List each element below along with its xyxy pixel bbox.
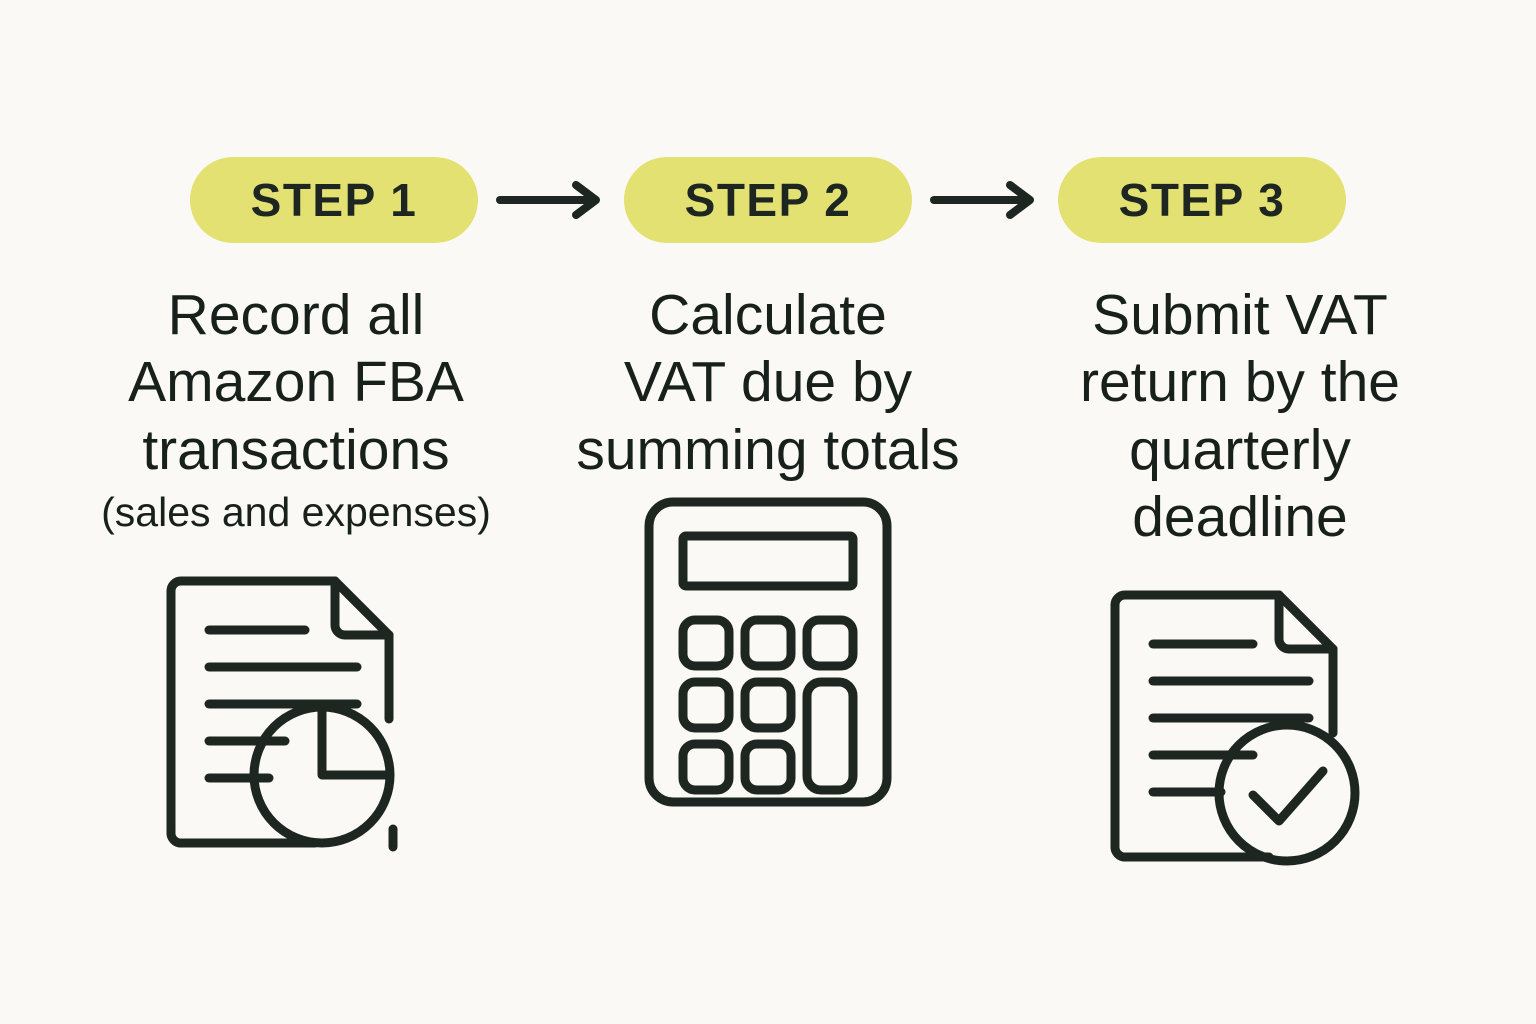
step-badge-3-label: STEP 3 bbox=[1118, 174, 1286, 226]
step-badge-1-label: STEP 1 bbox=[250, 174, 418, 226]
step-column-2: Calculate VAT due by summing totals bbox=[548, 282, 988, 808]
step-3-icon-wrap bbox=[1101, 581, 1379, 871]
connector-arrow-2 bbox=[930, 177, 1040, 223]
step-2-icon-wrap bbox=[643, 496, 893, 808]
step-1-headline-line-2: Amazon FBA bbox=[128, 350, 464, 415]
step-2-headline-line-3: summing totals bbox=[576, 417, 960, 482]
step-3-headline-line-4: deadline bbox=[1132, 484, 1348, 549]
step-3-text-block: Submit VAT return by the quarterly deadl… bbox=[1080, 282, 1400, 551]
step-column-3: Submit VAT return by the quarterly deadl… bbox=[1020, 282, 1460, 871]
step-badge-3: STEP 3 bbox=[1058, 157, 1346, 243]
step-columns: Record all Amazon FBA transactions (sale… bbox=[0, 282, 1536, 922]
step-2-headline-line-2: VAT due by bbox=[623, 350, 913, 415]
step-badge-1: STEP 1 bbox=[190, 157, 478, 243]
step-1-headline-line-1: Record all bbox=[167, 283, 425, 347]
step-badge-row: STEP 1 STEP 2 STEP 3 bbox=[0, 157, 1536, 243]
step-1-subline: (sales and expenses) bbox=[101, 488, 491, 535]
document-check-icon bbox=[1110, 590, 1360, 866]
connector-arrow-1 bbox=[496, 177, 606, 223]
step-1-text-block: Record all Amazon FBA transactions (sale… bbox=[101, 282, 491, 537]
step-column-1: Record all Amazon FBA transactions (sale… bbox=[76, 282, 516, 857]
document-pie-chart-icon bbox=[166, 576, 398, 852]
step-badge-2: STEP 2 bbox=[624, 157, 912, 243]
step-2-headline-line-1: Calculate bbox=[649, 283, 887, 347]
step-2-text-block: Calculate VAT due by summing totals bbox=[576, 282, 959, 484]
arrow-right-icon bbox=[496, 181, 600, 219]
calculator-icon bbox=[644, 497, 892, 807]
step-badge-2-label: STEP 2 bbox=[684, 174, 852, 226]
step-1-headline-line-3: transactions bbox=[142, 417, 450, 482]
step-1-icon-wrap bbox=[157, 567, 435, 857]
step-3-headline-line-2: return by the bbox=[1079, 350, 1400, 415]
step-3-headline-line-3: quarterly bbox=[1129, 417, 1351, 482]
arrow-right-icon bbox=[930, 181, 1034, 219]
step-3-headline-line-1: Submit VAT bbox=[1092, 283, 1388, 347]
